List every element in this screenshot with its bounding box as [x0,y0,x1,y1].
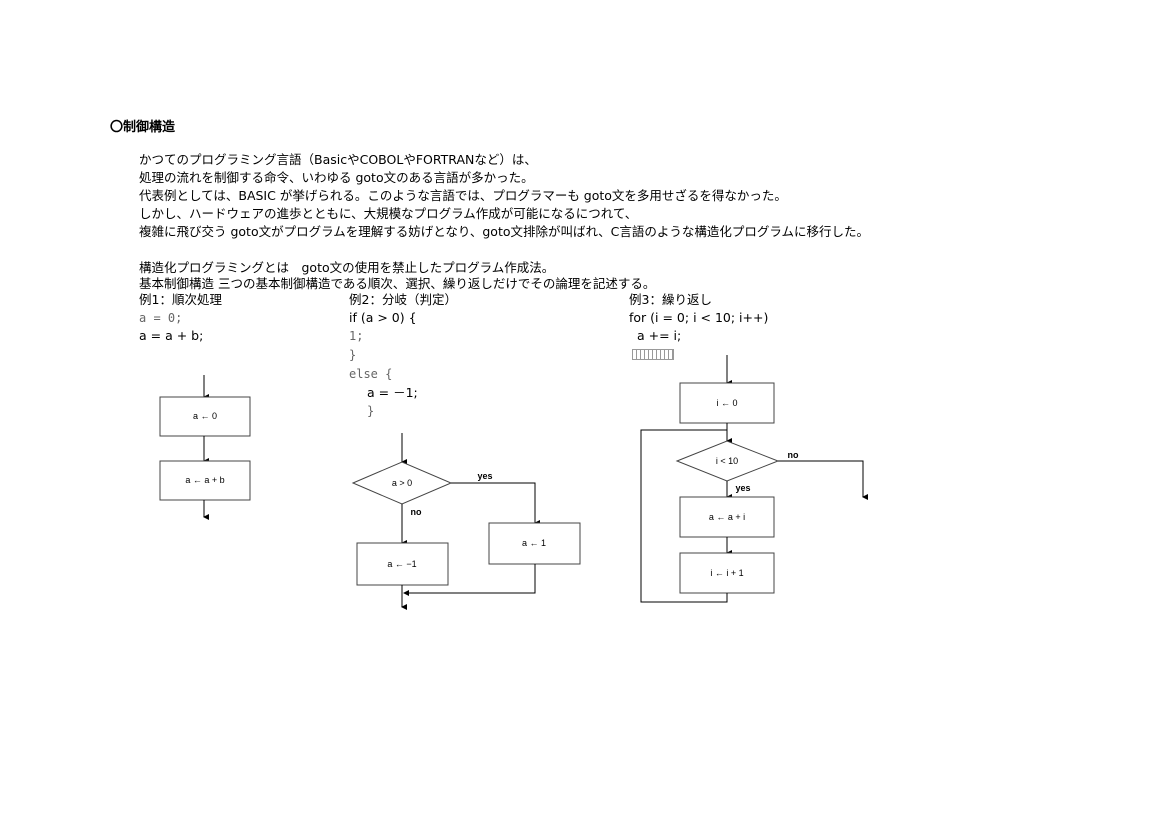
flow2-yes-label: yes [477,471,492,481]
example1-title: 例1：順次処理 [139,292,222,307]
example2-code: } [367,404,375,418]
flow2-no-label: no [411,507,422,517]
flowchart-branch [351,433,581,610]
example3-code: for (i = 0; i < 10; i++) [629,310,769,325]
example2-code: a = －1; [367,385,418,400]
paragraph-line: 複雑に飛び交う goto文がプログラムを理解する妨げとなり、goto文排除が叫ば… [139,224,869,239]
flowchart-loop [640,355,868,603]
paragraph-line: 処理の流れを制御する命令、いわゆる goto文のある言語が多かった。 [139,170,534,185]
flow2-no-box-text: a ← −1 [387,559,416,569]
example2-code: if (a > 0) { [349,310,417,325]
structured-definition: 構造化プログラミングとは goto文の使用を禁止したプログラム作成法。 [139,260,555,275]
section-heading: 〇制御構造 [110,120,176,135]
example1-code: a = 0; [139,311,183,325]
flow2-yes-box-text: a ← 1 [522,538,546,548]
paragraph-line: しかし、ハードウェアの進歩とともに、大規模なプログラム作成が可能になるにつれて、 [139,206,638,221]
example2-code: } [349,348,357,362]
flow3-increment-text: i ← i + 1 [710,568,743,578]
placeholder-glyphs [632,349,674,360]
flow3-no-label: no [788,450,799,460]
flow2-condition-text: a > 0 [392,478,412,488]
example2-code: 1; [349,329,364,343]
flowchart-sequential [159,375,251,520]
flow1-box2-text: a ← a + b [185,475,224,485]
paragraph-line: かつてのプログラミング言語（BasicやCOBOLやFORTRANなど）は、 [139,152,537,167]
flow1-box1-text: a ← 0 [193,411,217,421]
example2-code: else { [349,367,393,381]
example3-title: 例3：繰り返し [629,292,712,307]
example3-code: a += i; [637,328,682,343]
flow3-yes-label: yes [735,483,750,493]
example2-title: 例2：分岐（判定） [349,292,457,307]
flow3-body-text: a ← a + i [709,512,745,522]
structured-basic: 基本制御構造 三つの基本制御構造である順次、選択、繰り返しだけでその論理を記述す… [139,276,656,291]
paragraph-line: 代表例としては、BASIC が挙げられる。このような言語では、プログラマーも g… [139,188,787,203]
example1-code: a = a + b; [139,328,204,343]
flow3-condition-text: i < 10 [716,456,738,466]
flow3-init-text: i ← 0 [716,398,737,408]
